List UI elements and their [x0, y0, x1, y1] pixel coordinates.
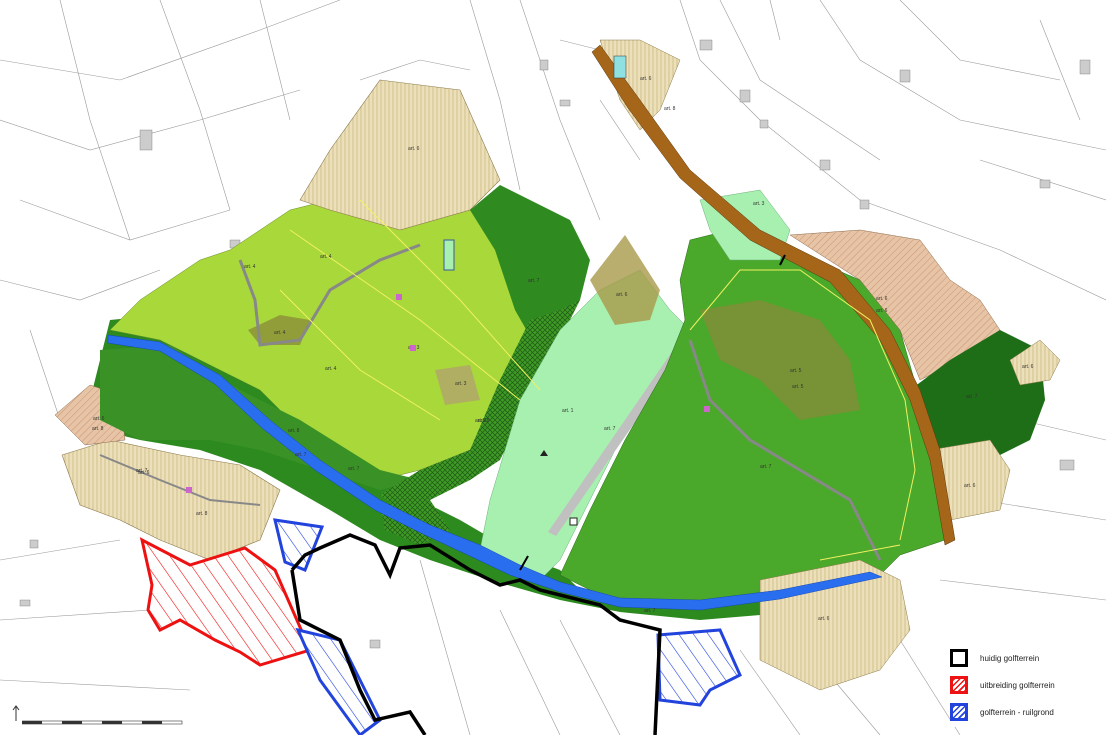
label-w: art. 7	[136, 468, 148, 474]
exchange-zone-2	[295, 627, 382, 735]
label-o: art. 6	[876, 308, 888, 314]
river	[107, 334, 883, 611]
label-ae: art. 8	[478, 418, 490, 424]
path-grey-2	[688, 339, 882, 561]
label-af: art. 7	[644, 608, 656, 614]
label-c: art. 7	[528, 278, 540, 284]
legend-item-exchange: golfterrein - ruilgrond	[950, 701, 1054, 723]
legend-label-expansion: uitbreiding golfterrein	[980, 680, 1055, 690]
label-h: art. 8	[92, 426, 104, 432]
label-u: art. 4	[274, 330, 286, 336]
label-i: art. 7	[295, 452, 307, 458]
golf-lines	[279, 199, 916, 561]
map-legend: huidig golfterrein uitbreiding golfterre…	[950, 645, 1100, 727]
label-k: art. 1	[562, 408, 574, 414]
north-arrow	[10, 705, 22, 723]
label-ah: art. 8	[196, 511, 208, 517]
label-n: art. 6	[876, 296, 888, 302]
label-l: art. 7	[604, 426, 616, 432]
legend-swatch-expansion	[950, 676, 968, 694]
legend-item-current: huidig golfterrein	[950, 647, 1039, 669]
legend-label-current: huidig golfterrein	[980, 653, 1040, 663]
path-grey-3	[99, 454, 261, 506]
label-ab: art. 8	[664, 106, 676, 112]
label-e: art. 3	[455, 381, 467, 387]
arrow-2	[779, 254, 786, 266]
label-q: art. 4	[244, 264, 256, 270]
label-j: art. 6	[138, 470, 150, 476]
label-r: art. 7	[348, 466, 360, 472]
label-ad: art. 5	[790, 368, 802, 374]
exchange-zone-3	[656, 628, 742, 707]
buildings	[19, 39, 1091, 649]
legend-label-exchange: golfterrein - ruilgrond	[980, 707, 1054, 717]
label-ac: art. 6	[616, 292, 628, 298]
label-a: art. 6	[408, 146, 420, 152]
arrow-1	[519, 555, 529, 571]
label-x: art. 2	[475, 418, 487, 424]
label-z: art. 6	[1022, 364, 1034, 370]
road-east	[591, 44, 956, 546]
legend-swatch-current	[950, 649, 968, 667]
label-m: art. 5	[792, 384, 804, 390]
label-b: art. 4	[320, 254, 332, 260]
label-f: art. 8	[288, 428, 300, 434]
label-s: art. 3	[753, 201, 765, 207]
expansion-zone	[139, 537, 313, 667]
scale-bar	[21, 716, 192, 728]
label-ag: art. 6	[818, 616, 830, 622]
site-markers	[186, 55, 710, 526]
legend-swatch-exchange	[950, 703, 968, 721]
path-grey	[238, 243, 421, 347]
current-golf-outline	[290, 533, 662, 735]
label-d: art. 4	[325, 366, 337, 372]
label-t: art. 6	[640, 76, 652, 82]
label-aa: art. 7	[966, 394, 978, 400]
label-g: art. 6	[93, 416, 105, 422]
current-golf-outline-2	[290, 569, 427, 735]
exchange-zone-1	[273, 518, 325, 572]
zone-labels: art. 6 art. 4 art. 7 art. 4 art. 3 art. …	[92, 76, 1034, 622]
label-y: art. 6	[964, 483, 976, 489]
legend-item-expansion: uitbreiding golfterrein	[950, 674, 1055, 696]
label-p: art. 7	[760, 464, 772, 470]
